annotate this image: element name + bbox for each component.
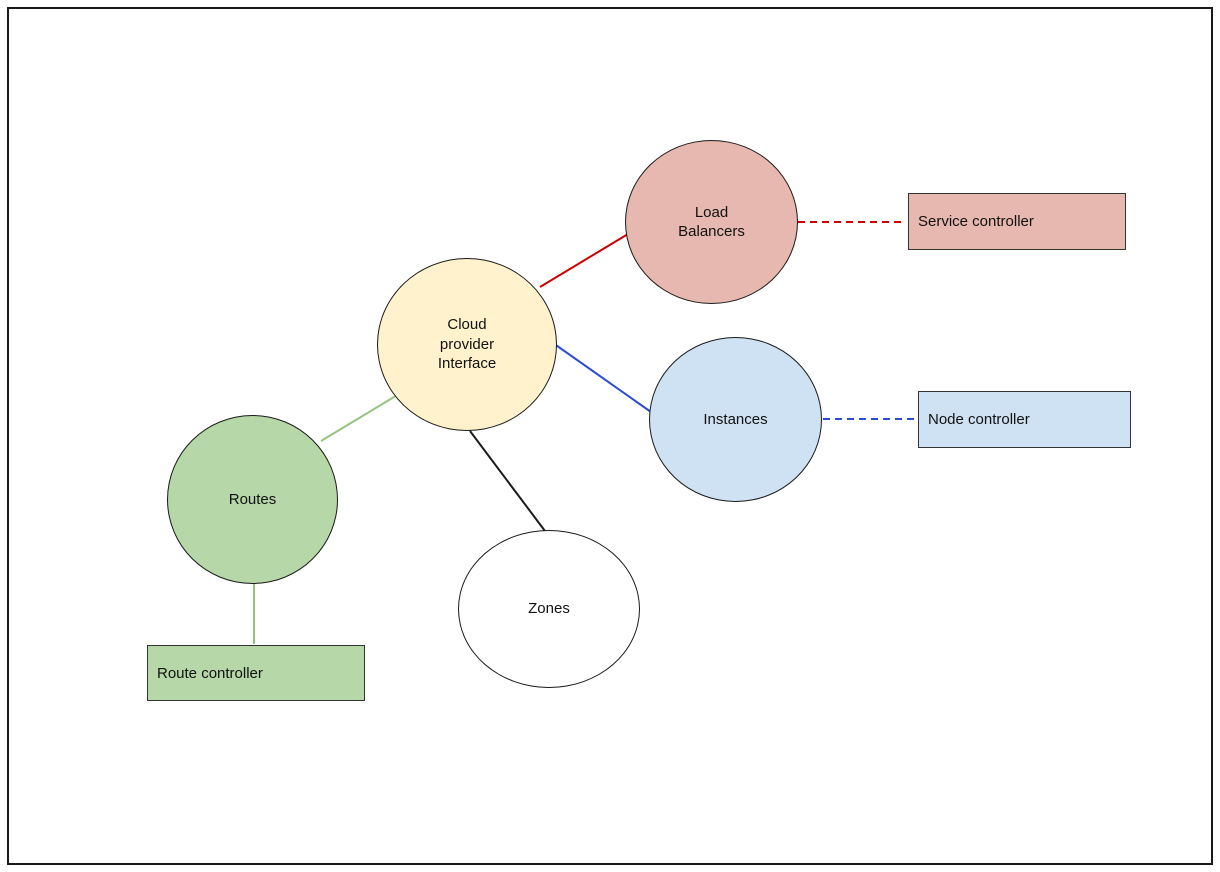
box-label: Service controller <box>918 213 1034 230</box>
edge-cpi-load-balancers <box>539 233 629 288</box>
node-label: Cloud provider Interface <box>437 316 497 373</box>
node-label: Zones <box>528 600 570 618</box>
node-cloud-provider-interface: Cloud provider Interface <box>377 258 557 431</box>
node-label: Instances <box>703 410 768 428</box>
box-service-controller: Service controller <box>908 193 1126 250</box>
node-zones: Zones <box>458 530 640 688</box>
box-label: Node controller <box>928 411 1030 428</box>
node-routes: Routes <box>167 415 338 584</box>
edge-cpi-routes <box>320 393 400 442</box>
edge-cpi-zones <box>469 430 546 532</box>
node-label: Load Balancers <box>678 203 745 241</box>
node-instances: Instances <box>649 337 822 502</box>
box-node-controller: Node controller <box>918 391 1131 448</box>
node-label: Routes <box>228 490 277 508</box>
node-load-balancers: Load Balancers <box>625 140 798 304</box>
box-label: Route controller <box>157 664 263 682</box>
box-route-controller: Route controller <box>147 645 365 701</box>
edge-cpi-instances <box>552 342 652 413</box>
